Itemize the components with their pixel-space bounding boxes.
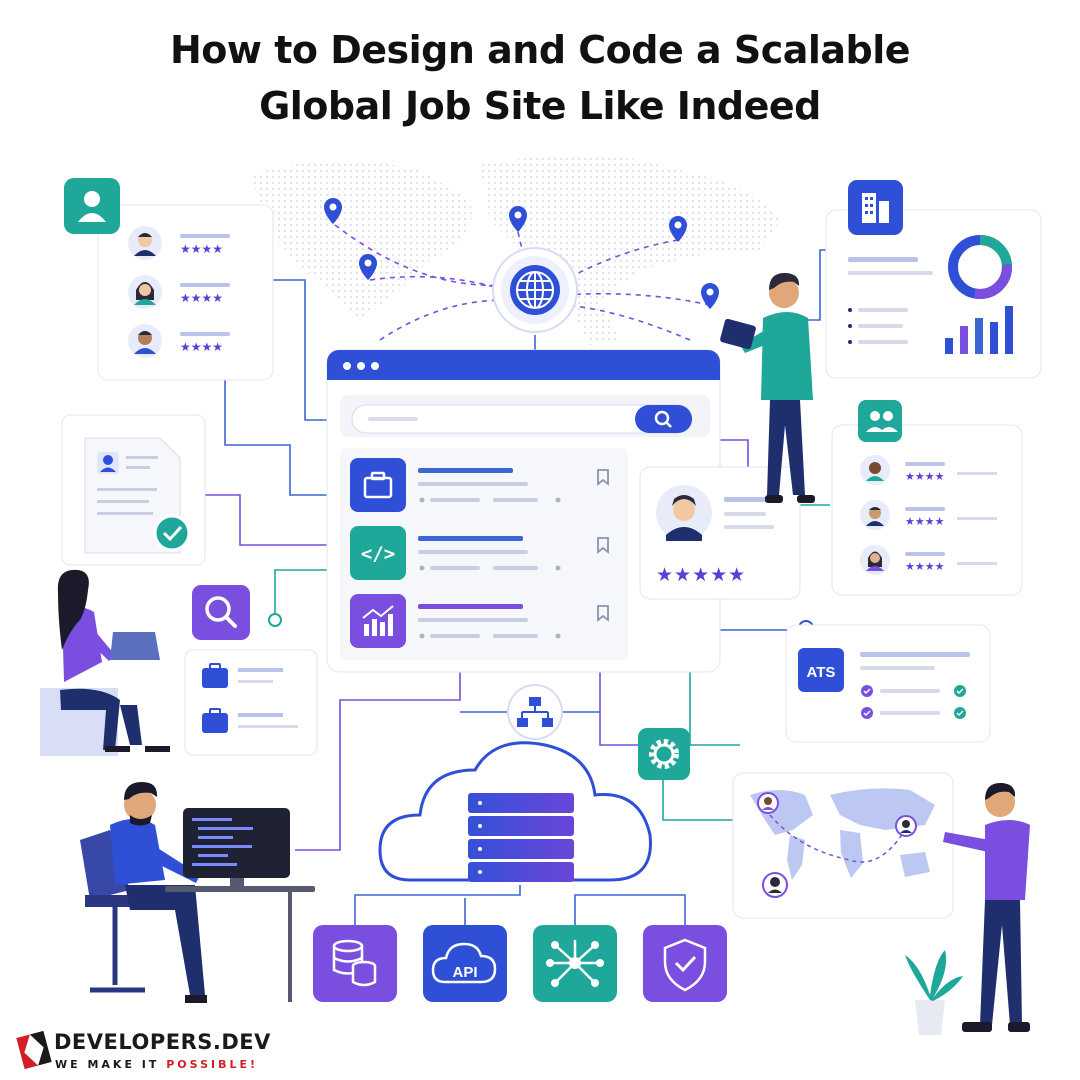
org-chart-icon [507, 684, 563, 740]
candidate-profile-card: ★★★★★ [639, 466, 801, 600]
ats-badge-label: ATS [807, 664, 836, 681]
map-pins [324, 198, 719, 309]
bar-chart-icon [945, 306, 1013, 354]
brand-tagline: WE MAKE IT POSSIBLE! [55, 1058, 258, 1071]
database-icon [313, 925, 397, 1002]
page-title: How to Design and Code a Scalable Global… [0, 22, 1080, 134]
network-nodes-icon [533, 925, 617, 1002]
user-icon [64, 178, 120, 234]
svg-text:★★★★: ★★★★ [180, 242, 223, 256]
person-with-laptop [40, 569, 170, 756]
saved-jobs-card [184, 649, 318, 756]
presenter-person [943, 782, 1030, 1032]
svg-text:★★★★: ★★★★ [905, 515, 945, 528]
brand-name: DEVELOPERS.DEV [54, 1030, 271, 1054]
svg-text:★★★★: ★★★★ [180, 340, 223, 354]
brand-tagline-a: WE MAKE IT [55, 1058, 167, 1071]
plant-icon [905, 950, 963, 1035]
cloud-server [378, 741, 652, 882]
world-map-card [732, 772, 954, 919]
route-lines [334, 224, 711, 341]
svg-text:★★★★★: ★★★★★ [656, 564, 746, 586]
api-cloud-icon: API [423, 925, 507, 1002]
resume-document-icon [61, 414, 206, 566]
search-icon [192, 585, 250, 640]
svg-text:★★★★: ★★★★ [905, 560, 945, 573]
brand-tagline-b: POSSIBLE! [166, 1058, 259, 1071]
server-stack-icon [468, 793, 574, 882]
ats-card: ATS [785, 620, 991, 743]
title-line-2: Global Job Site Like Indeed [259, 84, 821, 128]
svg-text:★★★★: ★★★★ [905, 470, 945, 483]
candidate-rows: ★★★★ ★★★★ ★★★★ [128, 226, 230, 358]
person-with-tablet [720, 272, 815, 503]
brand-logo-icon [16, 1030, 52, 1070]
analytics-card [825, 180, 1042, 379]
gear-icon [638, 728, 690, 780]
shield-check-icon [643, 925, 727, 1002]
title-line-1: How to Design and Code a Scalable [169, 28, 911, 72]
job-listings: </> [350, 458, 609, 648]
svg-text:★★★★: ★★★★ [180, 291, 223, 305]
connector-lines [205, 249, 830, 925]
svg-text:</>: </> [361, 543, 395, 565]
donut-chart-icon [948, 235, 1012, 299]
api-label: API [452, 964, 477, 981]
developer-at-desk [80, 782, 315, 1003]
globe-icon [492, 247, 578, 333]
team-card: ★★★★ ★★★★ ★★★★ [831, 400, 1023, 596]
